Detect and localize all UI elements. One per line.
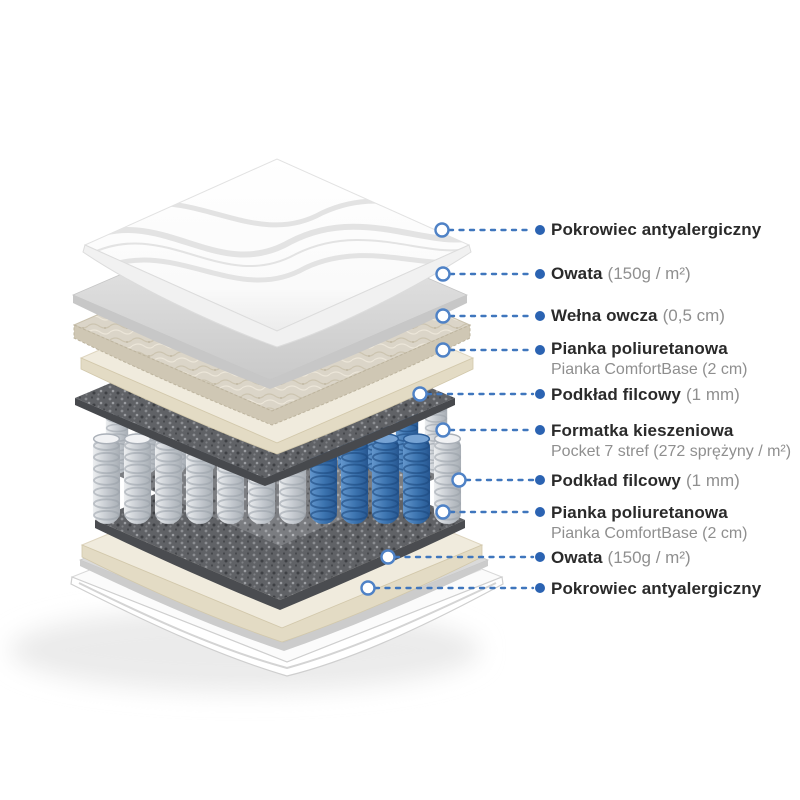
callout-dot — [535, 552, 545, 562]
callout-anchor-circle — [435, 266, 451, 282]
layer-label-pokrowiec-top: Pokrowiec antyalergiczny — [551, 219, 791, 241]
layer-name: Podkład filcowy — [551, 385, 681, 404]
layer-name: Wełna owcza — [551, 306, 658, 325]
callout-owata-bottom — [380, 549, 545, 565]
callout-welna — [435, 308, 545, 324]
layer-name: Pianka poliuretanowa — [551, 339, 728, 358]
callout-pokrowiec-top — [434, 222, 545, 238]
callout-dot — [535, 475, 545, 485]
layer-label-podklad-bottom: Podkład filcowy(1 mm) — [551, 470, 791, 492]
layer-label-pokrowiec-bottom: Pokrowiec antyalergiczny — [551, 578, 791, 600]
layer-label-formatka: Formatka kieszeniowa Pocket 7 stref (272… — [551, 420, 791, 461]
callout-dot — [535, 311, 545, 321]
callout-anchor-circle — [380, 549, 396, 565]
layer-subline: Pianka ComfortBase (2 cm) — [551, 525, 748, 542]
callout-owata-top — [435, 266, 545, 282]
callout-podklad-bottom — [451, 472, 545, 488]
layer-detail: (0,5 cm) — [662, 306, 725, 325]
layer-subline: Pocket 7 stref (272 sprężyny / m²) — [551, 443, 792, 460]
layer-name: Pianka poliuretanowa — [551, 503, 728, 522]
callout-anchor-circle — [435, 504, 451, 520]
callout-pianka-bottom — [435, 504, 545, 520]
layer-name: Podkład filcowy — [551, 471, 681, 490]
layer-subline: Pianka ComfortBase (2 cm) — [551, 361, 748, 378]
layer-detail: (1 mm) — [685, 385, 740, 404]
callout-formatka — [435, 422, 545, 438]
callout-anchor-circle — [360, 580, 376, 596]
callout-dot — [535, 269, 545, 279]
layer-label-welna: Wełna owcza(0,5 cm) — [551, 305, 791, 327]
callout-dot — [535, 345, 545, 355]
callout-dot — [535, 389, 545, 399]
callout-dot — [535, 507, 545, 517]
callout-dot — [535, 225, 545, 235]
layer-name: Owata — [551, 548, 603, 567]
callouts — [360, 222, 545, 596]
layer-detail: (1 mm) — [685, 471, 740, 490]
callout-dot — [535, 425, 545, 435]
layer-label-podklad-top: Podkład filcowy(1 mm) — [551, 384, 791, 406]
layer-name: Pokrowiec antyalergiczny — [551, 220, 762, 239]
layer-name: Pokrowiec antyalergiczny — [551, 579, 762, 598]
callout-anchor-circle — [451, 472, 467, 488]
layer-detail: (150g / m²) — [607, 264, 691, 283]
callout-pianka-top — [435, 342, 545, 358]
callout-anchor-circle — [435, 422, 451, 438]
layer-label-owata-bottom: Owata(150g / m²) — [551, 547, 791, 569]
mattress-cover-top-layer — [82, 158, 472, 348]
layer-label-pianka-top: Pianka poliuretanowa Pianka ComfortBase … — [551, 338, 791, 379]
callout-anchor-circle — [434, 222, 450, 238]
layer-label-owata-top: Owata(150g / m²) — [551, 263, 791, 285]
layer-detail: (150g / m²) — [607, 548, 691, 567]
callout-anchor-circle — [435, 308, 451, 324]
layer-name: Formatka kieszeniowa — [551, 421, 734, 440]
callout-podklad-top — [412, 386, 545, 402]
callout-anchor-circle — [435, 342, 451, 358]
callout-pokrowiec-bottom — [360, 580, 545, 596]
layer-name: Owata — [551, 264, 603, 283]
callout-dot — [535, 583, 545, 593]
callout-anchor-circle — [412, 386, 428, 402]
layer-label-pianka-bottom: Pianka poliuretanowa Pianka ComfortBase … — [551, 502, 791, 543]
